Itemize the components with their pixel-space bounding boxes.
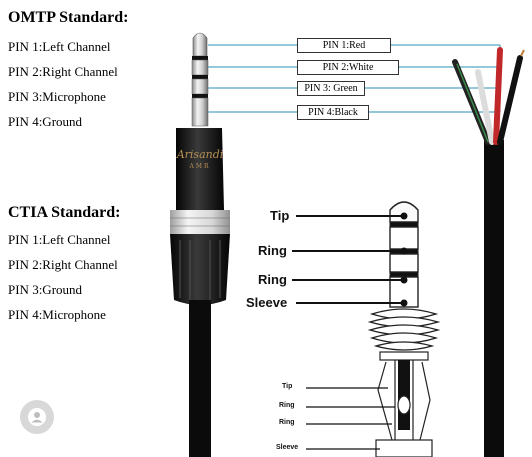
brand-sub: AMR bbox=[189, 163, 211, 170]
brand-logo: Arisandi bbox=[176, 148, 224, 161]
omtp-pin-1: PIN 1:Left Channel bbox=[8, 39, 111, 54]
part-label-ring-1: Ring bbox=[258, 243, 287, 258]
ctia-pin-3: PIN 3:Ground bbox=[8, 282, 83, 297]
wire-label-green: PIN 3: Green bbox=[297, 81, 365, 96]
plug-cross-section bbox=[367, 201, 441, 457]
part-label-sleeve: Sleeve bbox=[246, 295, 288, 310]
part-label-tip: Tip bbox=[270, 208, 290, 223]
detail-label-ring-1: Ring bbox=[279, 402, 295, 409]
wire-label-white: PIN 2:White bbox=[297, 60, 399, 75]
wire-label-red: PIN 1:Red bbox=[297, 38, 391, 53]
omtp-pin-4: PIN 4:Ground bbox=[8, 114, 83, 129]
jack-plug bbox=[170, 32, 230, 457]
ctia-pin-4: PIN 4:Microphone bbox=[8, 307, 106, 322]
pin-guide-lines bbox=[208, 44, 501, 113]
user-avatar-icon[interactable] bbox=[20, 400, 54, 434]
wire-label-black: PIN 4:Black bbox=[297, 105, 369, 120]
ctia-pin-1: PIN 1:Left Channel bbox=[8, 232, 111, 247]
detail-label-sleeve: Sleeve bbox=[276, 444, 299, 451]
detail-label-ring-2: Ring bbox=[279, 419, 295, 426]
detail-pointers bbox=[306, 387, 395, 450]
omtp-title: OMTP Standard: bbox=[8, 9, 129, 26]
detail-label-tip: Tip bbox=[282, 383, 293, 390]
ctia-pin-2: PIN 2:Right Channel bbox=[8, 257, 118, 272]
part-pointers bbox=[292, 212, 408, 307]
part-label-ring-2: Ring bbox=[258, 272, 287, 287]
omtp-pin-2: PIN 2:Right Channel bbox=[8, 64, 118, 79]
omtp-pin-3: PIN 3:Microphone bbox=[8, 89, 106, 104]
stripped-cable bbox=[452, 47, 525, 457]
ctia-title: CTIA Standard: bbox=[8, 204, 121, 221]
